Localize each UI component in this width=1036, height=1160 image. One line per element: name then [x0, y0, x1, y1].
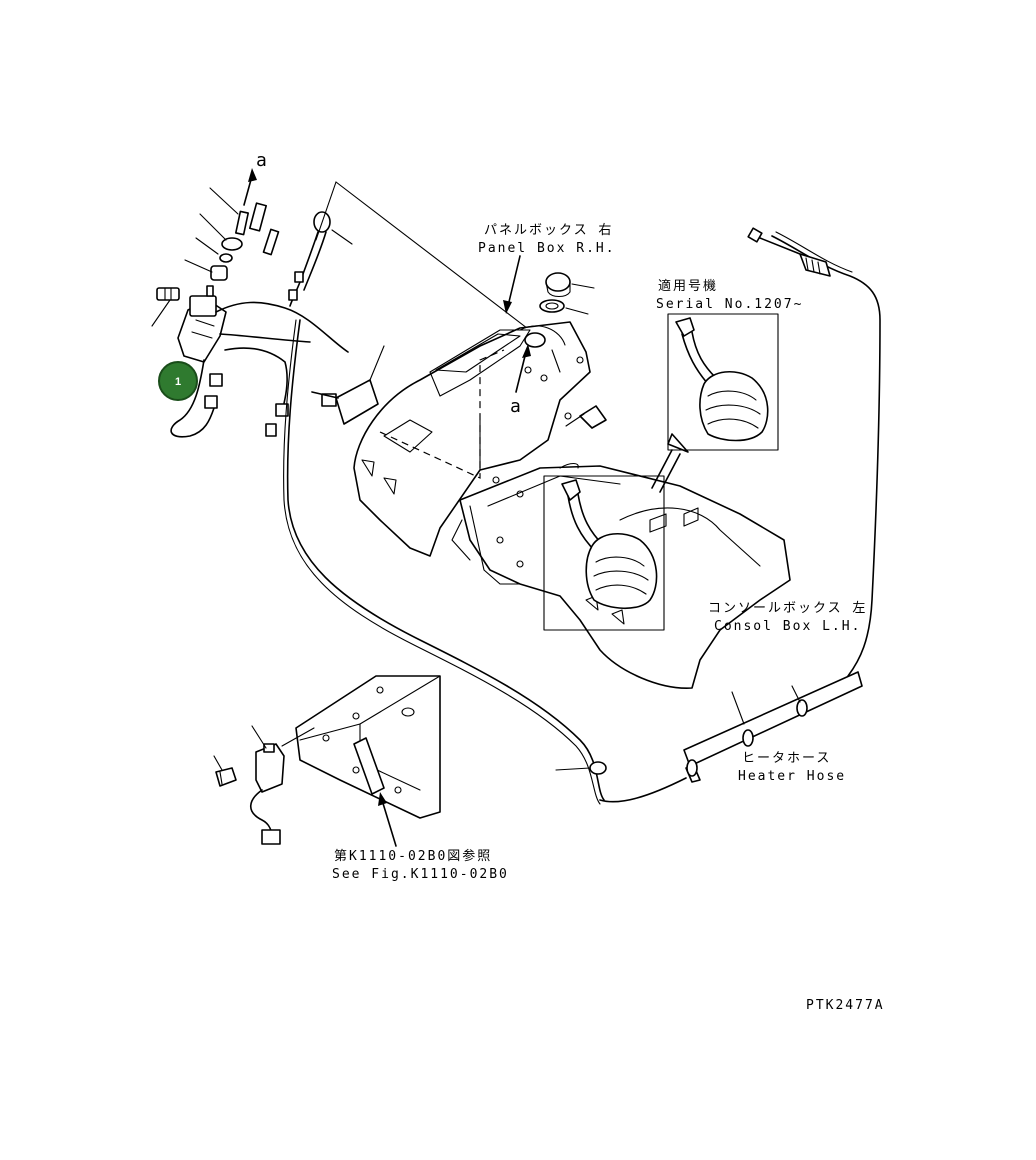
panel-box-label-jp: パネルボックス 右	[484, 223, 613, 238]
serial-inset	[667, 313, 779, 451]
see-fig-label-jp: 第K1110-02B0図参照	[334, 848, 492, 864]
dashed-guide	[379, 349, 505, 479]
panel-box-label-en: Panel Box R.H.	[478, 241, 616, 256]
serial-label-jp: 適用号機	[658, 278, 718, 294]
callout-1[interactable]: 1	[158, 361, 198, 401]
lower-bracket	[213, 675, 441, 847]
arrow-label-a-mid: a	[510, 396, 521, 417]
svg-text:1: 1	[175, 376, 181, 388]
heater-hose-label-jp: ヒータホース	[742, 751, 831, 766]
serial-arrow	[651, 433, 689, 493]
console-box-label-jp: コンソールボックス 左	[708, 601, 867, 616]
drawing-code: PTK2477A	[806, 998, 885, 1013]
panel-pointer	[503, 255, 531, 393]
arrow-label-a-top: a	[256, 150, 267, 171]
switch-assembly	[151, 168, 541, 438]
see-fig-label-en: See Fig.K1110-02B0	[332, 867, 509, 882]
heater-hose	[283, 227, 881, 805]
serial-label-en: Serial No.1207~	[656, 297, 803, 312]
panel-knobs	[539, 272, 607, 429]
lever-inset	[543, 475, 665, 631]
heater-hose-label-en: Heater Hose	[738, 769, 846, 784]
console-box-label-en: Consol Box L.H.	[714, 619, 861, 634]
